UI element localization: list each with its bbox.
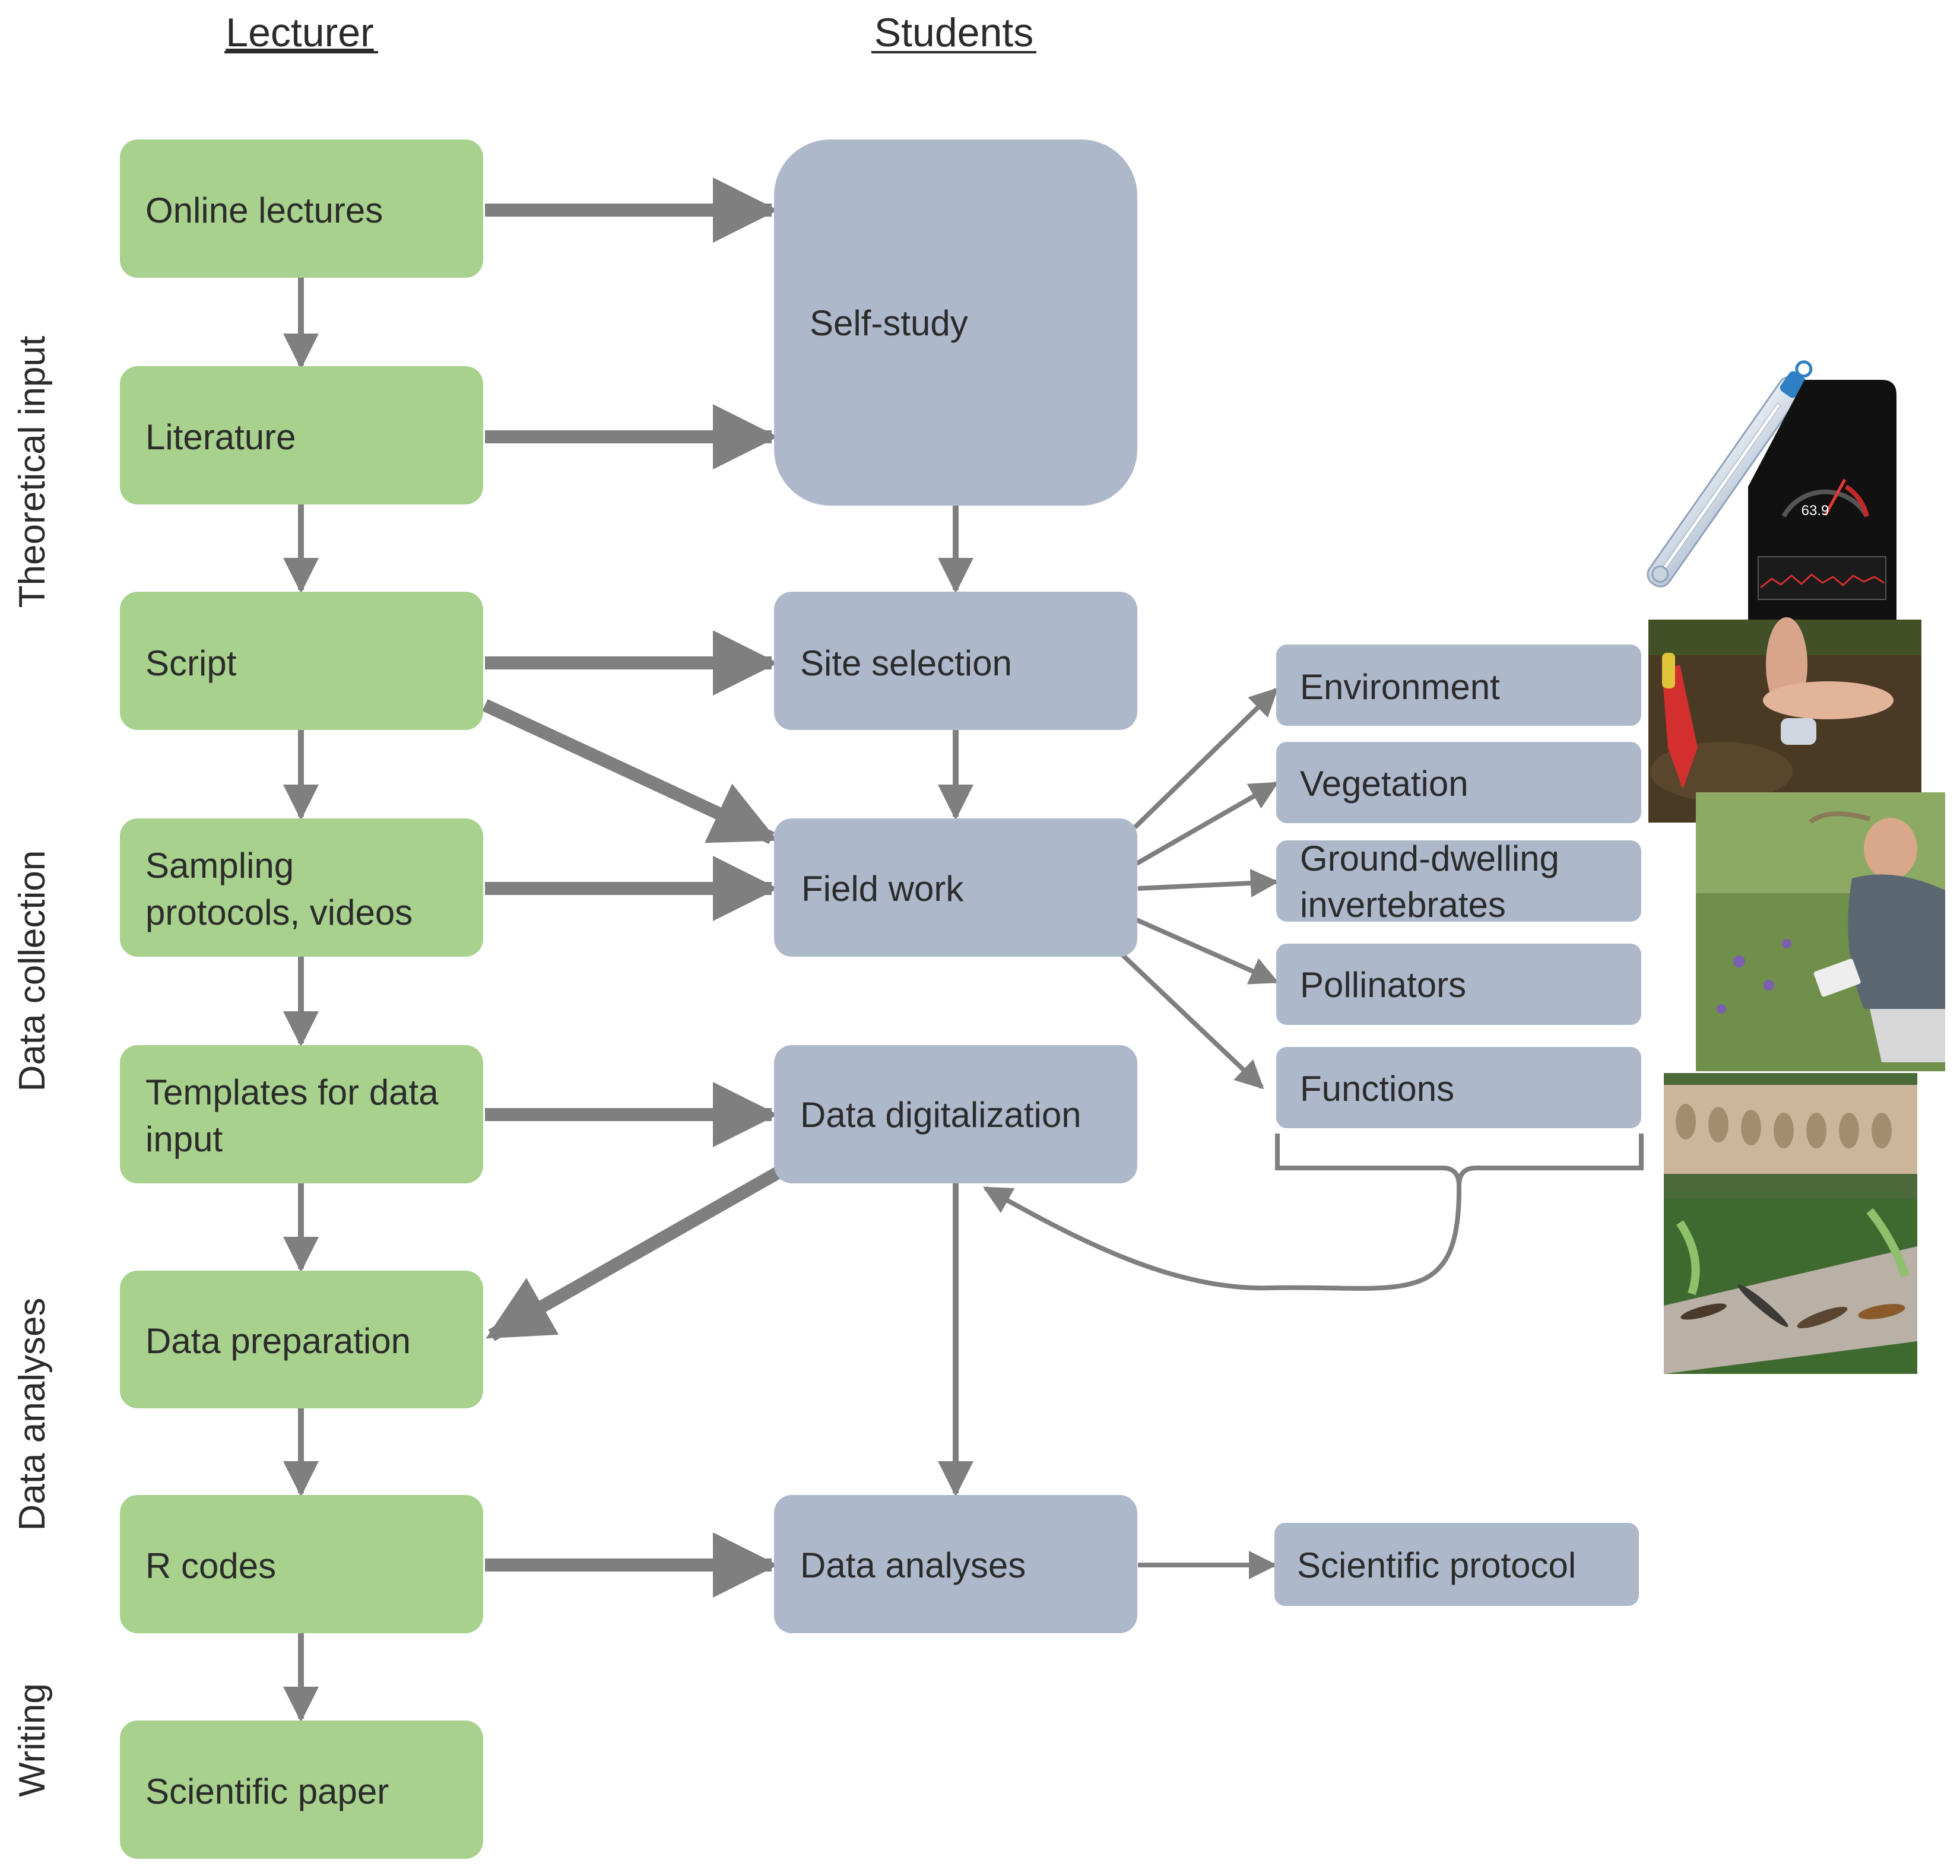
- sound-meter-phone-icon: 63.9: [1748, 380, 1896, 620]
- phase-labels: Theoretical input Data collection Data a…: [12, 336, 53, 1797]
- thermometer-and-phone-photo: 63.9: [1647, 356, 1923, 620]
- sound-level-readout: 63.9: [1802, 503, 1829, 519]
- box-data-preparation: [120, 1271, 483, 1408]
- label-scientific-protocol: Scientific protocol: [1297, 1545, 1576, 1585]
- bait-lamina-photo: [1664, 1073, 1917, 1204]
- column-headers: Lecturer Students: [224, 10, 1036, 55]
- box-r-codes: [120, 1495, 483, 1633]
- lecturer-column: Online lectures Literature Script Sampli…: [120, 139, 483, 1859]
- box-templates: [120, 1045, 483, 1183]
- lecturer-header: Lecturer: [226, 10, 373, 55]
- arrow-fieldwork-to-functions: [1120, 953, 1264, 1090]
- label-ground-line2: invertebrates: [1300, 885, 1506, 925]
- box-sampling-protocols: [120, 818, 483, 957]
- arrow-fieldwork-to-pollinators: [1136, 918, 1279, 985]
- arrow-fieldwork-to-environment: [1133, 687, 1279, 829]
- label-environment: Environment: [1300, 667, 1500, 707]
- label-templates-line1: Templates for data: [145, 1072, 439, 1112]
- box-data-digitalization: [774, 1045, 1137, 1183]
- phase-data-collection: Data collection: [12, 850, 53, 1092]
- arrow-fieldwork-to-vegetation: [1136, 781, 1279, 866]
- box-online-lectures: [120, 139, 483, 278]
- arrow-digitalization-to-preparation: [486, 1166, 782, 1341]
- box-functions: [1276, 1047, 1641, 1128]
- box-vegetation: [1276, 742, 1641, 823]
- invertebrates-photo: [1664, 1199, 1917, 1374]
- phase-writing: Writing: [12, 1683, 53, 1797]
- photo-collage: 63.9: [1647, 356, 1945, 1374]
- arrow-script-to-fieldwork: [482, 699, 778, 844]
- fieldwork-topics: Environment Vegetation Ground-dwelling i…: [1276, 645, 1641, 1128]
- label-functions: Functions: [1300, 1069, 1454, 1109]
- label-r-codes: R codes: [145, 1546, 276, 1586]
- label-templates-line2: input: [145, 1119, 223, 1159]
- box-field-work: [774, 818, 1137, 957]
- arrow-fieldwork-to-ground: [1137, 869, 1279, 898]
- box-script: [120, 592, 483, 730]
- label-scientific-paper: Scientific paper: [145, 1772, 389, 1811]
- box-site-selection: [774, 592, 1137, 730]
- label-literature: Literature: [145, 417, 296, 457]
- box-data-analyses: [774, 1495, 1137, 1633]
- box-environment: [1276, 645, 1641, 726]
- field-survey-photo: [1696, 792, 1945, 1071]
- box-scientific-paper: [120, 1721, 483, 1859]
- topics-bracket: [1275, 1134, 1644, 1186]
- label-data-preparation: Data preparation: [145, 1321, 411, 1361]
- label-ground-line1: Ground-dwelling: [1300, 839, 1559, 878]
- label-self-study: Self-study: [810, 303, 968, 343]
- arrows: [283, 177, 1644, 1722]
- label-sampling-line2: protocols, videos: [145, 893, 413, 932]
- soil-sampling-photo: [1648, 617, 1921, 823]
- students-header: Students: [874, 10, 1033, 55]
- thermometer-icon: [1647, 360, 1813, 588]
- arrow-topics-back-to-digitalization: [982, 1185, 1462, 1291]
- label-script: Script: [145, 643, 237, 683]
- label-vegetation: Vegetation: [1300, 764, 1469, 804]
- box-literature: [120, 366, 483, 504]
- label-sampling-line1: Sampling: [145, 846, 294, 885]
- students-column: Self-study Site selection Field work Dat…: [774, 139, 1137, 1633]
- output: Scientific protocol: [1274, 1523, 1639, 1606]
- label-field-work: Field work: [801, 869, 964, 909]
- label-pollinators: Pollinators: [1300, 965, 1466, 1005]
- label-data-digitalization: Data digitalization: [800, 1095, 1082, 1135]
- box-pollinators: [1276, 944, 1641, 1025]
- box-scientific-protocol: [1274, 1523, 1639, 1606]
- box-self-study: [774, 139, 1137, 506]
- label-online-lectures: Online lectures: [145, 191, 383, 230]
- label-data-analyses: Data analyses: [800, 1545, 1026, 1585]
- phase-theoretical-input: Theoretical input: [12, 336, 53, 608]
- label-site-selection: Site selection: [800, 643, 1012, 683]
- box-ground-dwelling: [1276, 840, 1641, 922]
- phase-data-analyses: Data analyses: [12, 1298, 53, 1531]
